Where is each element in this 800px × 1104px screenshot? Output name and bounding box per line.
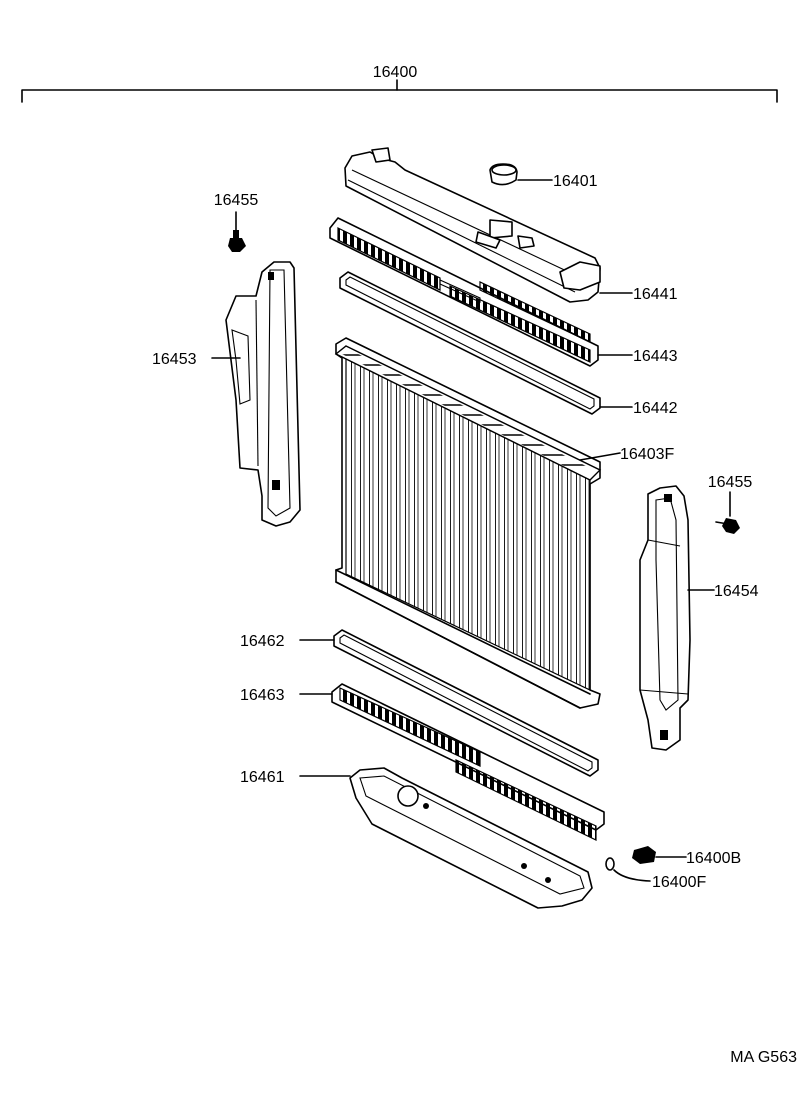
part-number-drain-cock: 16400B xyxy=(686,850,741,867)
radiator-cap-drawing xyxy=(489,163,553,186)
part-number-upper-bracket: 16443 xyxy=(633,348,678,365)
left-bolt-drawing xyxy=(228,211,246,252)
part-number-o-ring: 16400F xyxy=(652,874,706,891)
lower-gasket-drawing xyxy=(299,629,599,777)
assembly-label: 16400 xyxy=(373,64,418,81)
part-number-left-support: 16453 xyxy=(152,351,197,368)
footer-code: MA G563 xyxy=(730,1049,797,1066)
part-number-upper-tank: 16441 xyxy=(633,286,678,303)
part-number-bolt-right: 16455 xyxy=(708,474,753,491)
part-number-right-support: 16454 xyxy=(714,583,759,600)
lower-tank-drawing xyxy=(299,767,593,909)
part-number-lower-gasket: 16462 xyxy=(240,633,285,650)
part-number-core: 16403F xyxy=(620,446,674,463)
part-number-bolt-left: 16455 xyxy=(214,192,259,209)
assembly-bracket xyxy=(21,79,778,103)
core-tube-ends xyxy=(342,350,590,474)
left-support-drawing xyxy=(211,261,301,527)
drain-cock-drawing xyxy=(632,846,687,864)
upper-gasket-drawing xyxy=(339,271,633,415)
radiator-core-drawing xyxy=(334,337,621,709)
part-number-upper-gasket: 16442 xyxy=(633,400,678,417)
upper-tank-drawing xyxy=(344,147,633,303)
lower-bracket-drawing xyxy=(299,683,605,841)
o-ring-drawing xyxy=(605,857,651,882)
upper-bracket-drawing xyxy=(329,217,633,367)
right-support-drawing xyxy=(639,485,715,751)
part-number-lower-tank: 16461 xyxy=(240,769,285,786)
part-number-cap: 16401 xyxy=(553,173,598,190)
right-bolt-drawing xyxy=(715,491,740,534)
part-number-lower-bracket: 16463 xyxy=(240,687,285,704)
